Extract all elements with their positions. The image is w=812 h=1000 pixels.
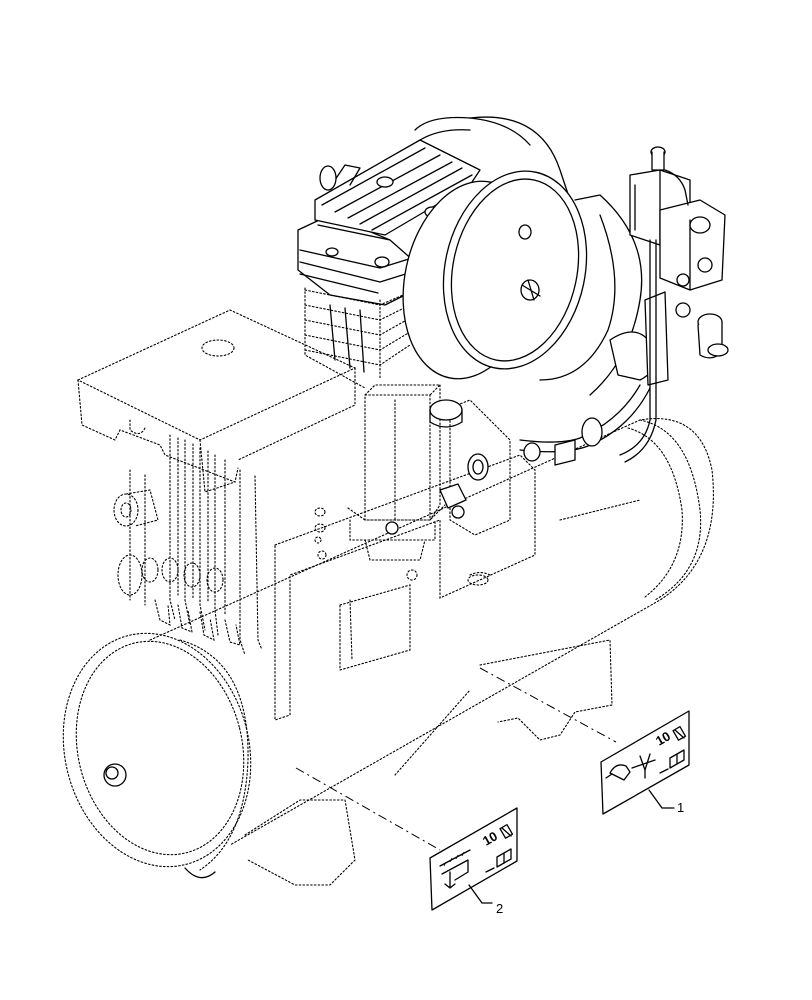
decal-2[interactable]: 10: [429, 807, 518, 911]
compressor-pump: [297, 116, 651, 561]
valve-fittings: [113, 489, 326, 646]
manual-book-icon: [659, 749, 685, 774]
leader-line-decal-2: [295, 767, 441, 851]
tank-end-cap: [62, 632, 252, 879]
drain-arrow-icon: [631, 753, 656, 779]
manual-book-icon: [485, 848, 512, 873]
callout-number-1[interactable]: 1: [677, 800, 684, 815]
air-tank: [149, 418, 714, 886]
callout-leader-2: [468, 884, 493, 904]
flywheel: [402, 116, 657, 396]
control-box: [76, 309, 357, 656]
oil-can-icon: [605, 764, 631, 781]
callout-leader-1: [648, 789, 675, 809]
mounting-bracket: [274, 454, 536, 721]
callout-number-2[interactable]: 2: [496, 901, 503, 916]
leader-line-decal-1: [479, 667, 617, 743]
hourglass-icon: [499, 824, 514, 839]
pressure-switch: [619, 146, 729, 463]
decal-1[interactable]: 10: [600, 710, 690, 815]
tank-drain-icon: [439, 849, 471, 889]
decal-1-interval: 10: [653, 728, 673, 748]
hourglass-icon: [672, 726, 687, 741]
decal-2-interval: 10: [480, 828, 500, 848]
